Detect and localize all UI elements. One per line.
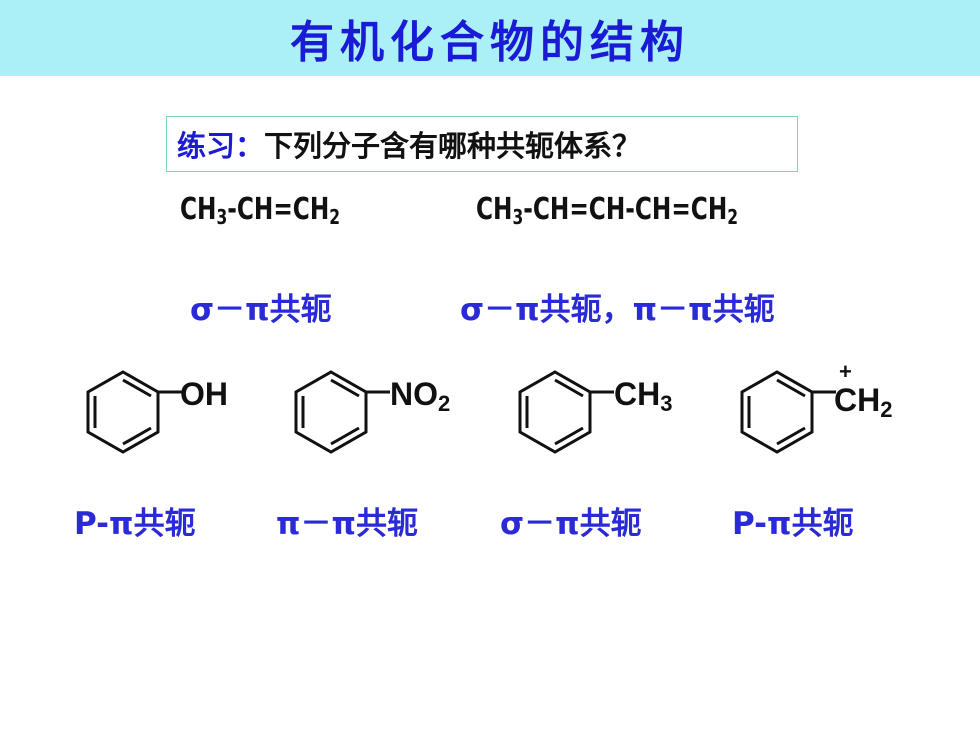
benzene-ring-toluene (518, 370, 614, 454)
question-box: 练习： 下列分子含有哪种共轭体系？ (166, 116, 798, 172)
benzene-ring-nitrobenzene (294, 370, 390, 454)
answer-nitrobenzene: π－π共轭 (276, 506, 419, 542)
question-text: 下列分子含有哪种共轭体系？ (264, 129, 642, 163)
answer-propene: σ－π共轭 (190, 292, 332, 328)
group-no2: NO2 (390, 376, 451, 416)
group-ch3: CH3 (614, 376, 673, 416)
formula-pentadiene: CH3-CH=CH-CH=CH2 (476, 192, 739, 229)
group-oh: OH (180, 376, 228, 412)
slide-title: 有机化合物的结构 (290, 17, 690, 68)
answer-phenol: P-π共轭 (74, 506, 196, 542)
title-bar: 有机化合物的结构 (0, 0, 980, 76)
benzene-ring-benzyl-cation (740, 370, 836, 454)
answer-toluene: σ－π共轭 (500, 506, 642, 542)
answer-benzyl-cation: P-π共轭 (732, 506, 854, 542)
benzene-ring-phenol (86, 370, 182, 454)
charge-plus: + (839, 359, 852, 384)
formula-propene: CH3-CH=CH2 (180, 192, 341, 229)
question-label: 练习： (177, 129, 265, 163)
group-ch2: CH2 (834, 382, 893, 422)
answer-pentadiene: σ－π共轭，π－π共轭 (460, 292, 775, 328)
